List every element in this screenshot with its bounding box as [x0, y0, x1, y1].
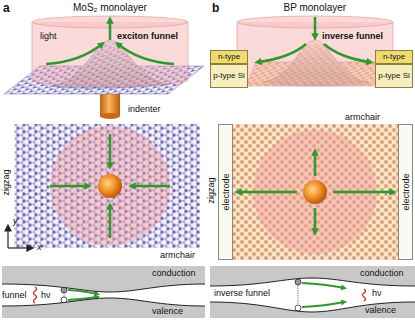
indenter-tip: [98, 174, 122, 198]
panel-title: BP monolayer: [284, 2, 347, 14]
panel-letter: a: [3, 1, 10, 15]
light-cylinder: [32, 16, 188, 86]
band-label: conduction: [152, 268, 196, 279]
valence-band: valence: [2, 296, 205, 318]
electron: [295, 279, 301, 285]
photon-label: hν: [372, 288, 382, 299]
band-fill: [2, 298, 205, 318]
mos2-lattice: [14, 124, 200, 248]
indenter-label: indenter: [128, 104, 161, 115]
funnel-label: inverse funnel: [322, 31, 383, 42]
drift-arrows: [238, 152, 393, 232]
axis-direction: armchair: [345, 112, 380, 123]
block-label: electrode: [220, 173, 231, 210]
axis-letter: x: [37, 242, 42, 253]
band-edge: [210, 278, 415, 286]
block-label: n-type: [218, 52, 240, 62]
block-label: p-type Si: [213, 71, 245, 81]
block-label: p-type Si: [378, 71, 410, 81]
panel-letter: b: [212, 1, 219, 15]
band-edge: [2, 298, 205, 306]
electrode: electrode: [398, 124, 413, 260]
band-caption: funnel: [2, 290, 27, 301]
light-spot: [50, 126, 170, 246]
funnel-arrows: [46, 20, 174, 64]
photon-label: hν: [41, 290, 51, 301]
band-label: conduction: [360, 268, 404, 279]
band-fill: [210, 266, 415, 286]
photon-wave: [34, 287, 37, 303]
band-label: valence: [365, 305, 396, 316]
band-label: valence: [152, 306, 183, 317]
exciton-link: [298, 285, 299, 305]
carrier-arrows: [68, 290, 97, 300]
p-type-substrate: p-type Si: [375, 64, 413, 88]
drift-arrows: [50, 134, 170, 238]
electrode: electrode: [218, 124, 233, 260]
axis-direction: zigzag: [1, 169, 12, 195]
band-caption: inverse funnel: [214, 288, 270, 299]
funnel-label: exciton funnel: [117, 31, 178, 42]
hole: [295, 305, 301, 311]
band-edge: [2, 284, 205, 292]
axis-arrows: [5, 225, 33, 251]
band-fill: [2, 266, 205, 292]
n-type-layer: n-type: [210, 50, 248, 64]
exciton-link: [64, 293, 65, 297]
n-type-layer: n-type: [375, 50, 413, 64]
indenter-tip: [303, 180, 327, 204]
light-cylinder: [237, 16, 393, 86]
block-label: n-type: [383, 52, 405, 62]
conduction-band: conduction: [210, 266, 415, 288]
valence-band: valence: [210, 300, 415, 318]
light-label: light: [40, 31, 57, 42]
p-type-substrate: p-type Si: [210, 64, 248, 88]
photon-wave: [363, 289, 366, 301]
panel-title: MoS₂ monolayer: [73, 2, 147, 14]
carrier-arrows: [302, 283, 344, 307]
band-fill: [210, 302, 415, 318]
conduction-band: conduction: [2, 266, 205, 294]
bp-lattice: [232, 124, 399, 260]
axis-direction: armchair: [160, 250, 195, 261]
block-label: electrode: [400, 173, 411, 210]
axis-direction: zigzag: [206, 177, 217, 203]
axis-letter: y: [13, 216, 18, 227]
